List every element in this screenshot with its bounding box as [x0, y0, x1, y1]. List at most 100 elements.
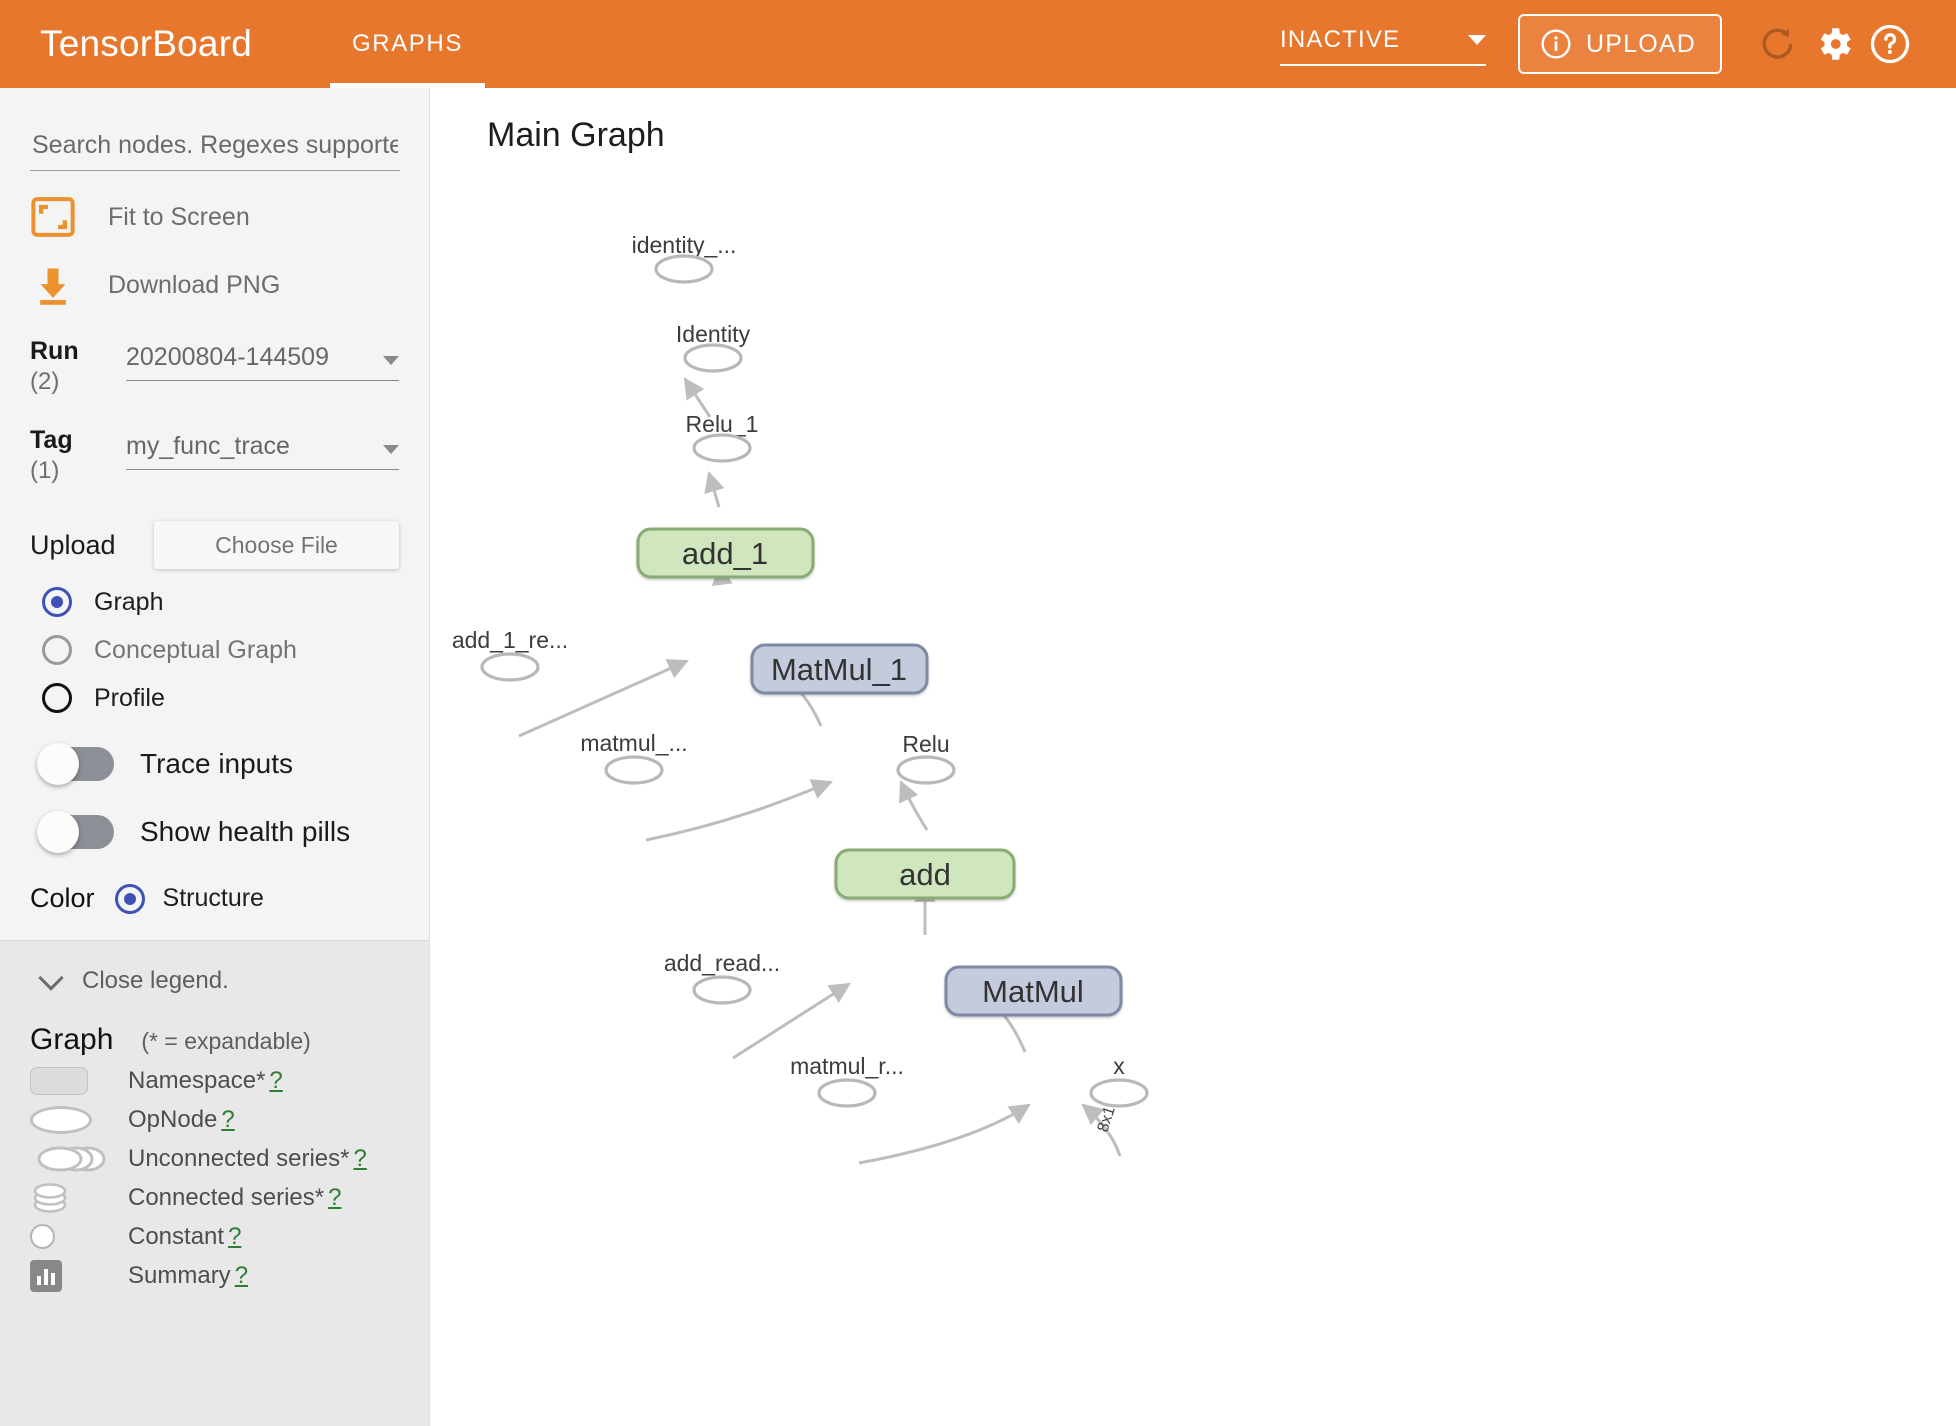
chevron-down-icon: [383, 445, 399, 454]
node-add-1-read[interactable]: add_1_re...: [452, 627, 568, 682]
node-label: matmul_r...: [790, 1053, 904, 1079]
node-shape[interactable]: [636, 527, 815, 579]
radio-conceptual-graph[interactable]: Conceptual Graph: [30, 635, 399, 665]
node-matmul[interactable]: MatMul: [944, 965, 1123, 1017]
help-link[interactable]: ?: [353, 1144, 367, 1172]
help-link[interactable]: ?: [221, 1105, 235, 1133]
help-button[interactable]: [1862, 16, 1918, 72]
node-shape[interactable]: [750, 643, 929, 695]
help-link[interactable]: ?: [228, 1222, 242, 1250]
summary-icon: [30, 1259, 128, 1292]
radio-structure-label: Structure: [162, 884, 264, 912]
toggle-show-health-pills-label: Show health pills: [140, 816, 351, 847]
help-link[interactable]: ?: [269, 1066, 283, 1094]
graph-edges: [518, 377, 1122, 1165]
help-link[interactable]: ?: [328, 1183, 342, 1211]
node-shape[interactable]: [683, 343, 743, 373]
toggle-trace-inputs[interactable]: Trace inputs: [30, 743, 399, 785]
refresh-button[interactable]: [1750, 16, 1806, 72]
node-label: MatMul_1: [771, 652, 907, 687]
namespace-icon: [30, 1066, 128, 1095]
node-identity-out[interactable]: identity_...: [632, 232, 737, 284]
edge-identity-to-identity-out: [683, 377, 712, 418]
help-icon: [1870, 24, 1910, 64]
node-matmul-read[interactable]: matmul_...: [580, 730, 688, 785]
node-x[interactable]: x: [1089, 1053, 1149, 1108]
node-shape[interactable]: [896, 755, 956, 785]
run-state-dropdown[interactable]: INACTIVE: [1279, 22, 1486, 66]
node-label: add_read...: [664, 950, 780, 976]
radio-profile[interactable]: Profile: [30, 683, 399, 713]
legend-label-unconnected-series: Unconnected series*?: [128, 1144, 367, 1172]
tag-select[interactable]: my_func_trace: [126, 426, 399, 470]
app-title: TensorBoard: [40, 23, 252, 64]
node-add-1[interactable]: add_1: [636, 527, 815, 579]
upload-button[interactable]: UPLOAD: [1517, 14, 1722, 74]
run-state-label: INACTIVE: [1279, 26, 1401, 53]
toggle-show-health-pills[interactable]: Show health pills: [30, 811, 399, 853]
info-icon: [1541, 29, 1571, 59]
run-select[interactable]: 20200804-144509: [126, 337, 399, 381]
radio-graph[interactable]: Graph: [30, 587, 399, 617]
radio-profile-label: Profile: [94, 683, 165, 712]
node-shape[interactable]: [692, 433, 752, 463]
tag-label: Tag: [30, 426, 73, 454]
run-label-group: Run (2): [30, 337, 126, 396]
chevron-down-icon: [38, 965, 64, 991]
legend-item-constant: Constant?: [30, 1221, 399, 1252]
refresh-icon: [1762, 28, 1793, 59]
node-shape[interactable]: [1089, 1078, 1149, 1108]
connected-series-icon: [30, 1181, 128, 1215]
toggle-knob: [37, 811, 79, 853]
run-value: 20200804-144509: [126, 343, 329, 371]
node-add[interactable]: add: [834, 848, 1016, 900]
legend-panel: Close legend. Graph (* = expandable) Nam…: [0, 940, 429, 1426]
graph-canvas[interactable]: Main Graph identi: [431, 88, 1956, 1426]
legend-label-namespace: Namespace*?: [128, 1066, 283, 1094]
node-shape[interactable]: [654, 254, 714, 284]
tag-label-group: Tag (1): [30, 426, 126, 485]
node-label: add: [899, 857, 951, 892]
toggle-show-health-pills-switch[interactable]: [37, 811, 114, 853]
tag-selector-row: Tag (1) my_func_trace: [30, 426, 399, 485]
node-identity[interactable]: Identity: [676, 321, 751, 373]
edge-relu1-to-identity: [704, 470, 725, 508]
node-label: add_1_re...: [452, 627, 568, 653]
node-shape[interactable]: [480, 652, 540, 682]
node-shape[interactable]: [817, 1078, 877, 1108]
node-relu-1[interactable]: Relu_1: [686, 411, 759, 463]
choose-file-button[interactable]: Choose File: [154, 521, 399, 569]
run-selector-row: Run (2) 20200804-144509: [30, 337, 399, 396]
node-shape[interactable]: [834, 848, 1016, 900]
node-relu[interactable]: Relu: [896, 731, 956, 785]
node-add-read[interactable]: add_read...: [664, 950, 780, 1005]
run-count: (2): [30, 368, 60, 395]
color-label: Color: [30, 883, 95, 913]
graph-svg[interactable]: identity_... Identity Relu_1 add_1 add_1…: [431, 88, 1956, 1426]
radio-structure-indicator[interactable]: [114, 883, 145, 914]
graph-nodes[interactable]: identity_... Identity Relu_1 add_1 add_1…: [452, 232, 1149, 1134]
edge-matmulread-to-matmul1: [645, 779, 833, 842]
legend-label-constant: Constant?: [128, 1222, 242, 1250]
download-png-button[interactable]: Download PNG: [30, 263, 399, 307]
node-shape[interactable]: [604, 755, 664, 785]
close-legend-button[interactable]: Close legend.: [30, 965, 399, 995]
settings-button[interactable]: [1806, 16, 1862, 72]
tab-graphs[interactable]: GRAPHS: [330, 0, 485, 88]
radio-conceptual-graph-label: Conceptual Graph: [94, 635, 297, 664]
fit-to-screen-button[interactable]: Fit to Screen: [30, 197, 399, 237]
node-matmul-r[interactable]: matmul_r...: [790, 1053, 904, 1108]
color-row: Color Structure: [30, 883, 399, 940]
edge-add1read-to-add1: [518, 659, 689, 738]
sidebar: Fit to Screen Download PNG Run (2) 20200…: [0, 88, 430, 1426]
help-link[interactable]: ?: [234, 1261, 249, 1289]
search-input[interactable]: [30, 130, 400, 171]
legend-note: (* = expandable): [141, 1028, 311, 1054]
legend-item-namespace: Namespace*?: [30, 1065, 399, 1096]
tag-count: (1): [30, 457, 60, 484]
toggle-trace-inputs-switch[interactable]: [37, 743, 114, 785]
node-matmul-1[interactable]: MatMul_1: [750, 643, 929, 695]
node-shape[interactable]: [944, 965, 1123, 1017]
node-shape[interactable]: [692, 975, 752, 1005]
legend-item-connected-series: Connected series*?: [30, 1182, 399, 1213]
